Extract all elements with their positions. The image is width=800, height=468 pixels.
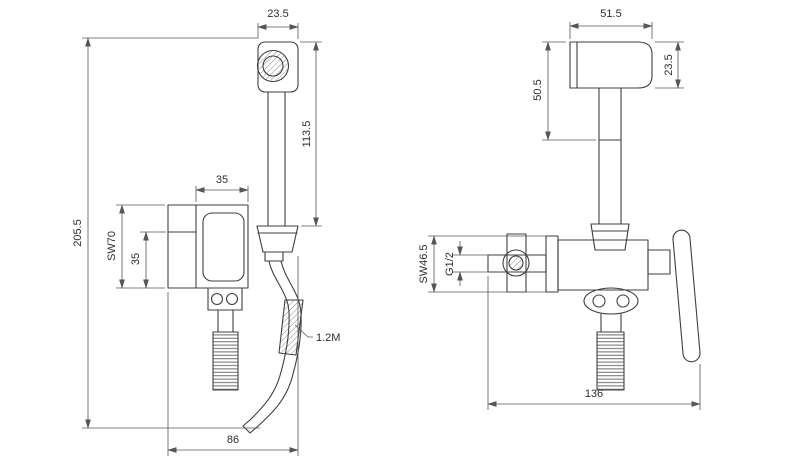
lever-arm (672, 229, 701, 363)
dim-overall-height-label: 205.5 (72, 219, 84, 247)
dim-head-depth (569, 22, 653, 39)
sprayer-holder-front (256, 225, 299, 253)
shower-hose (242, 251, 304, 434)
hose-nut (264, 251, 284, 262)
screw-right (225, 292, 239, 306)
screw-left-side (592, 294, 606, 308)
dim-head-depth-label: 51.5 (600, 8, 621, 20)
dim-overall-height (82, 37, 260, 429)
threaded-stem-side (596, 331, 625, 391)
wall-outlet-stem-side (596, 313, 625, 391)
dim-head-width-label: 23.5 (267, 8, 288, 20)
sprayer-handle-front (267, 91, 286, 227)
dim-head-height-label: 23.5 (663, 54, 675, 75)
front-view (167, 41, 304, 434)
valve-body-front (167, 204, 249, 289)
side-view (487, 41, 701, 391)
dim-sprayer-length-label: 113.5 (301, 121, 313, 148)
dim-head-width (257, 23, 299, 39)
dim-body-height (140, 231, 166, 289)
sprayer-head-front (256, 41, 299, 93)
dim-base-width-label: 86 (227, 434, 239, 446)
dim-valve-sw-label: SW46.5 (418, 244, 430, 283)
wall-outlet-stem-front (207, 287, 243, 391)
hose-length-label: 1.2M (316, 332, 340, 344)
hose-spiral-section (278, 299, 304, 356)
dim-head-drop-label: 50.5 (532, 79, 544, 100)
dim-body-width (195, 186, 249, 202)
wall-flange (545, 235, 559, 293)
dim-overall-depth-label: 136 (585, 388, 603, 400)
dim-body-width-label: 35 (216, 174, 228, 186)
dim-head-height (655, 41, 684, 89)
screw-left (210, 292, 224, 306)
threaded-stem (212, 331, 239, 391)
valve-body-side (545, 235, 649, 293)
outlet-oval-side (583, 287, 639, 315)
hose-length-leader (294, 324, 313, 338)
control-lever (647, 229, 701, 363)
spray-face-inner-ring (262, 55, 284, 77)
spray-face (256, 49, 290, 83)
sprayer-holder-side (590, 223, 630, 251)
dim-sprayer-length (300, 41, 322, 227)
inlet-cross-fitting (487, 233, 547, 293)
dim-body-height-label: 35 (130, 253, 142, 265)
dim-inlet-thread-label: G1/2 (444, 252, 456, 276)
hose-edge-outer (256, 260, 302, 428)
sprayer-head-side (569, 41, 653, 89)
dim-head-drop (542, 41, 596, 141)
dim-body-sw-label: SW70 (106, 231, 118, 261)
dim-overall-depth (487, 276, 701, 410)
screw-right-side (616, 294, 630, 308)
sprayer-handle-side (598, 87, 622, 225)
dim-inlet-thread (452, 241, 490, 286)
hose-edge-inner (249, 260, 290, 421)
lever-hub (647, 249, 671, 275)
dim-valve-sw (428, 235, 546, 293)
dim-base-width (167, 256, 299, 456)
dim-body-sw (116, 204, 165, 289)
hose-end-fitting (242, 419, 258, 434)
